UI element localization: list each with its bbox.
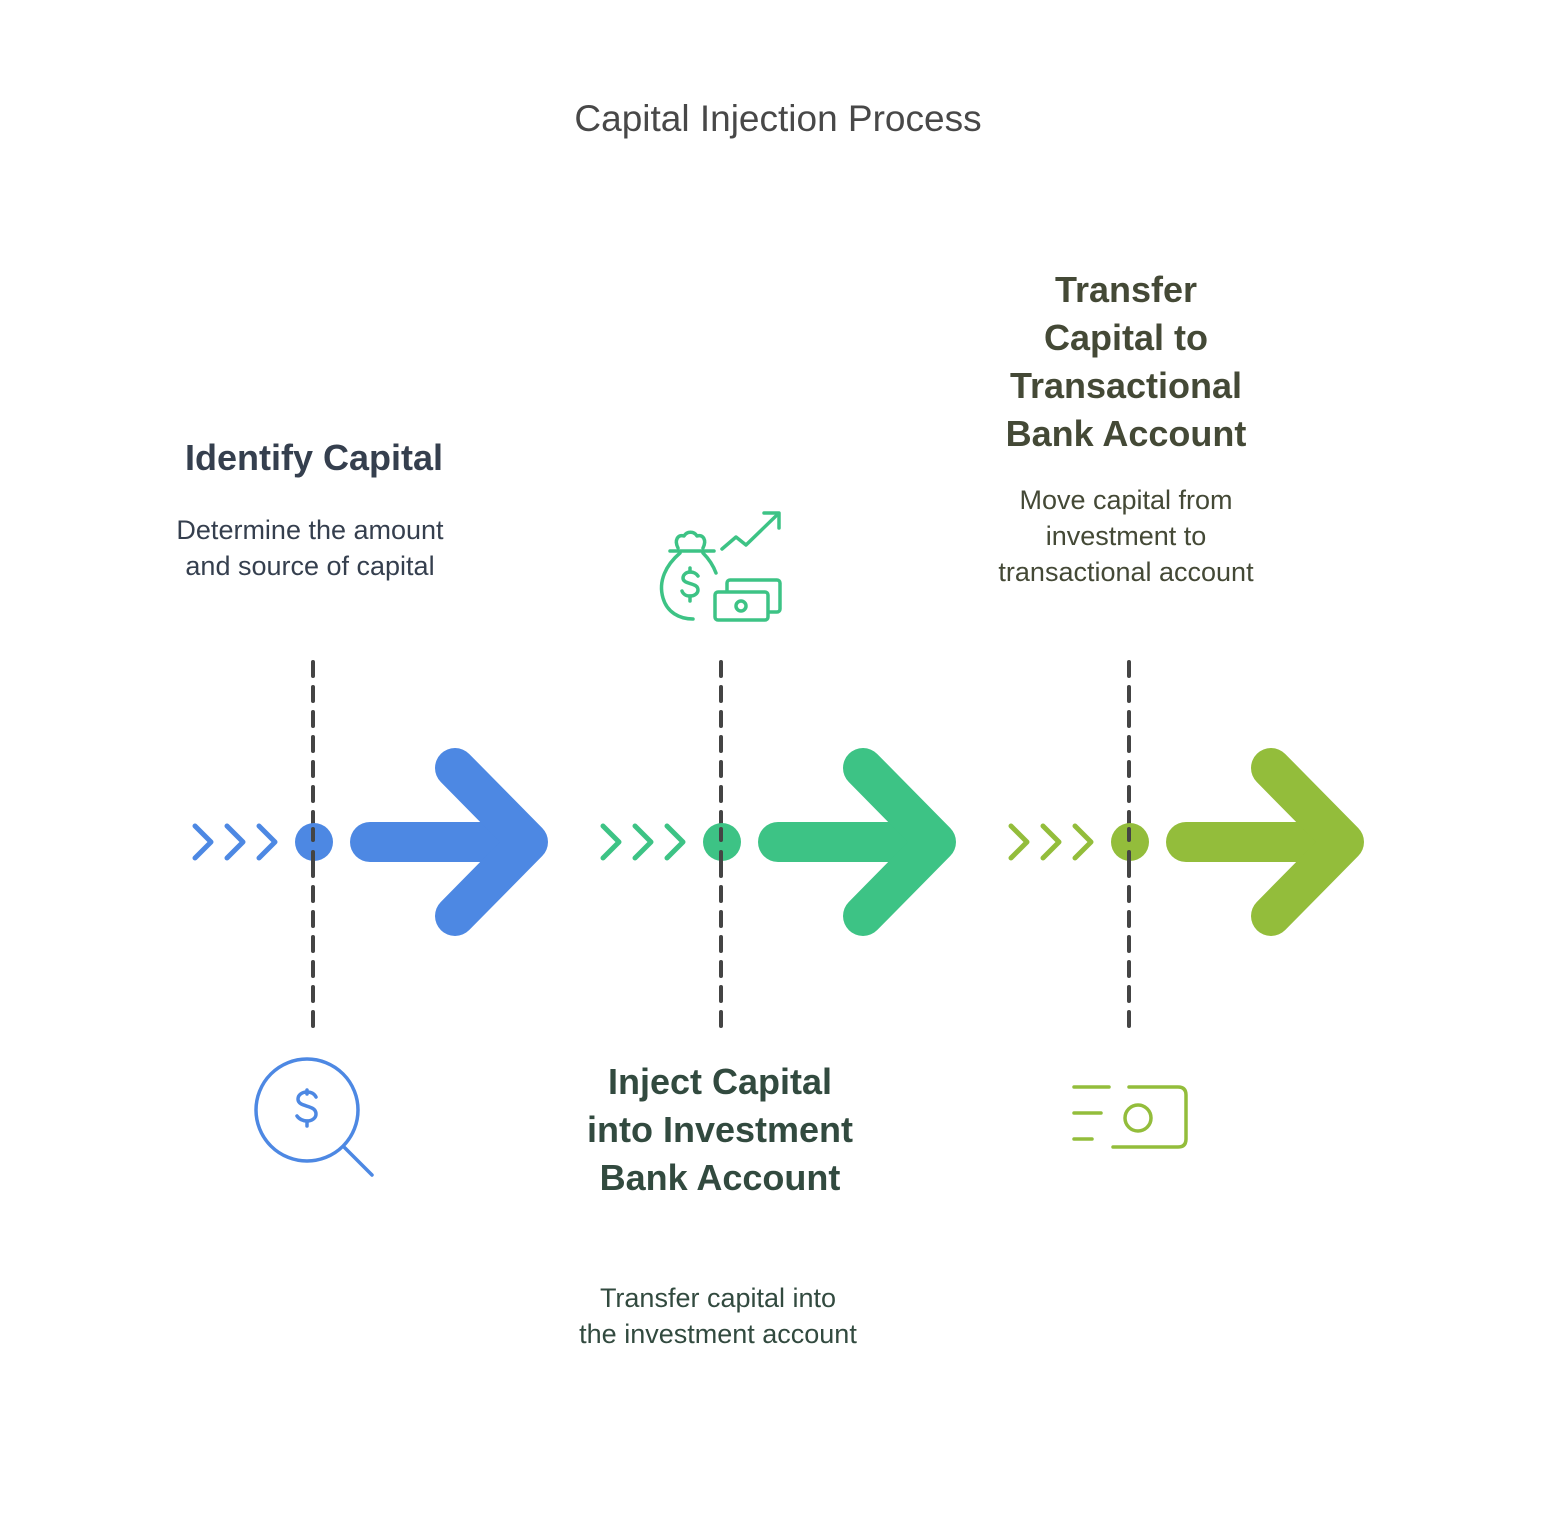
- stage-2-flow: [600, 660, 956, 1037]
- stage-3-node: [1111, 823, 1149, 861]
- stage-1-title: Identify Capital: [184, 437, 444, 478]
- stage-1-description: Determine the amount and source of capit…: [176, 515, 444, 581]
- stage-1-chevrons-icon: [192, 823, 278, 861]
- stage-3-flow: [1008, 660, 1364, 1037]
- stage-2-title: Inject Capital into Investment Bank Acco…: [586, 1061, 854, 1198]
- money-bag-growth-icon: [659, 511, 782, 622]
- fast-money-transfer-icon: [1072, 1085, 1188, 1149]
- stage-3-title: Transfer Capital to Transactional Bank A…: [1005, 269, 1247, 454]
- stage-2-node: [703, 823, 741, 861]
- stage-1-arrow-icon: [350, 748, 548, 936]
- stage-2-description: Transfer capital into the investment acc…: [579, 1283, 857, 1349]
- stage-1-flow: [192, 660, 548, 1037]
- magnifier-dollar-icon: [254, 1057, 374, 1177]
- stage-3-chevrons-icon: [1008, 823, 1094, 861]
- diagram-title: Capital Injection Process: [574, 98, 982, 139]
- stage-3-arrow-icon: [1166, 748, 1364, 936]
- stage-1-node: [295, 823, 333, 861]
- stage-2-chevrons-icon: [600, 823, 686, 861]
- stage-2-arrow-icon: [758, 748, 956, 936]
- stage-3-description: Move capital from investment to transact…: [998, 485, 1254, 587]
